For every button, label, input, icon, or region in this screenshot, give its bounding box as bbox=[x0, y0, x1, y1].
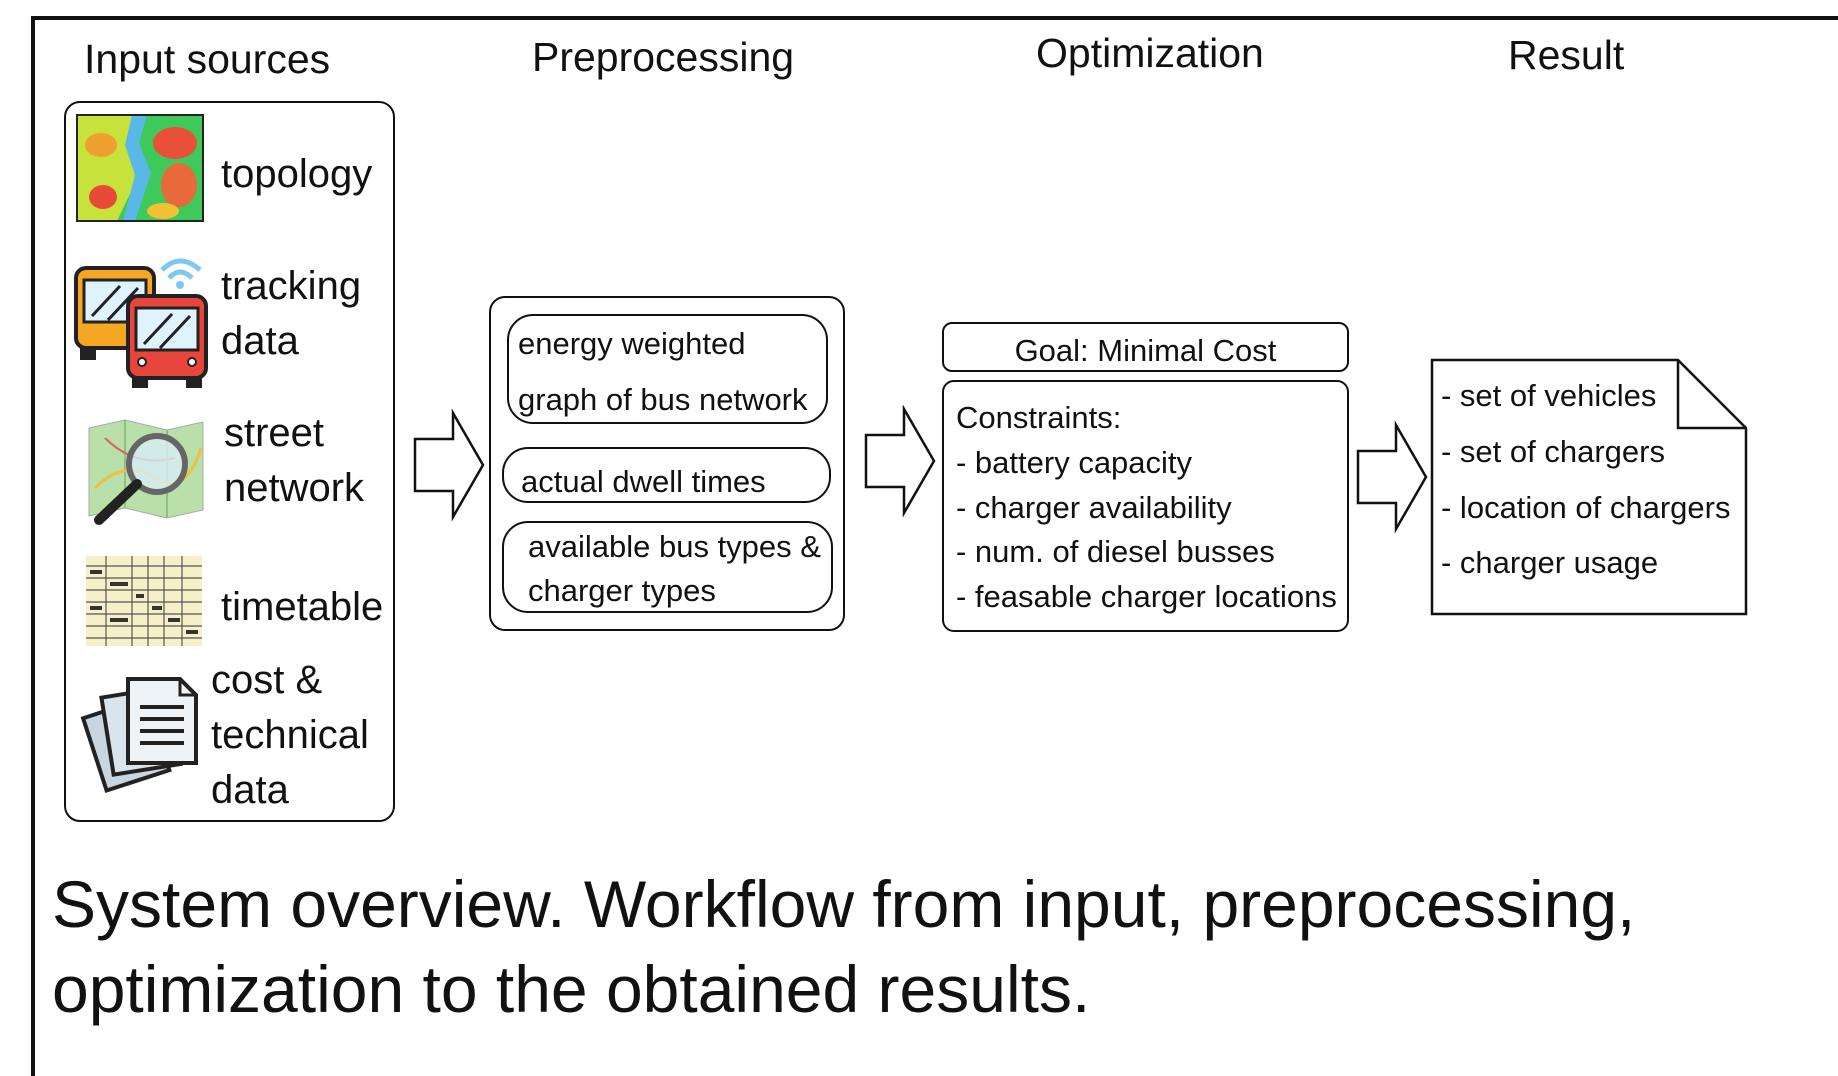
preprocessing-item-types-line1: available bus types & bbox=[528, 529, 821, 564]
column-title-preprocessing: Preprocessing bbox=[532, 34, 795, 80]
flow-arrow-icon-2 bbox=[864, 404, 936, 518]
input-label-street-2: network bbox=[224, 466, 365, 510]
preprocessing-item-types-line2: charger types bbox=[528, 573, 716, 608]
figure-frame bbox=[31, 16, 1838, 1076]
documents-icon bbox=[80, 677, 198, 794]
input-label-tracking-2: data bbox=[221, 319, 299, 363]
input-label-cost: cost & bbox=[211, 658, 323, 702]
flow-arrow-icon bbox=[413, 408, 485, 522]
preprocessing-item-dwell bbox=[502, 447, 831, 503]
preprocessing-item-graph bbox=[507, 314, 828, 424]
preprocessing-item-types bbox=[502, 521, 833, 613]
result-document-icon bbox=[1430, 358, 1748, 616]
street-map-magnifier-icon bbox=[88, 419, 204, 525]
preprocessing-item-graph-line1: energy weighted bbox=[518, 326, 746, 361]
flow-arrow-icon-3 bbox=[1356, 420, 1428, 534]
optimization-constraints-box bbox=[942, 380, 1349, 632]
constraint-item: - feasable charger locations bbox=[956, 579, 1337, 614]
preprocessing-item-graph-line2: graph of bus network bbox=[518, 382, 808, 417]
bus-tracking-icon bbox=[74, 258, 208, 388]
result-item: - set of chargers bbox=[1441, 434, 1665, 469]
caption-line-1: System overview. Workflow from input, pr… bbox=[52, 867, 1636, 941]
constraints-title: Constraints: bbox=[956, 400, 1122, 435]
constraint-item: - num. of diesel busses bbox=[956, 534, 1275, 569]
timetable-icon bbox=[86, 556, 202, 646]
column-title-result: Result bbox=[1508, 32, 1625, 78]
column-title-optimization: Optimization bbox=[1036, 30, 1264, 76]
result-item: - location of chargers bbox=[1441, 490, 1731, 525]
constraint-item: - battery capacity bbox=[956, 445, 1193, 480]
input-label-cost-2: technical bbox=[211, 713, 369, 757]
figure-caption: System overview. Workflow from input, pr… bbox=[52, 862, 1792, 1032]
topology-map-icon bbox=[76, 114, 204, 222]
result-item: - set of vehicles bbox=[1441, 378, 1657, 413]
input-label-tracking: tracking bbox=[221, 264, 362, 308]
input-label-street: street bbox=[224, 411, 325, 455]
caption-line-2: optimization to the obtained results. bbox=[52, 952, 1091, 1026]
optimization-goal: Goal: Minimal Cost bbox=[1014, 333, 1277, 368]
optimization-goal-box bbox=[942, 322, 1349, 372]
input-label-timetable: timetable bbox=[221, 585, 384, 629]
column-title-input: Input sources bbox=[84, 36, 331, 82]
input-label-topology: topology bbox=[221, 152, 373, 196]
preprocessing-item-dwell-label: actual dwell times bbox=[521, 464, 766, 499]
constraint-item: - charger availability bbox=[956, 490, 1232, 525]
input-label-cost-3: data bbox=[211, 768, 289, 812]
result-item: - charger usage bbox=[1441, 545, 1659, 580]
